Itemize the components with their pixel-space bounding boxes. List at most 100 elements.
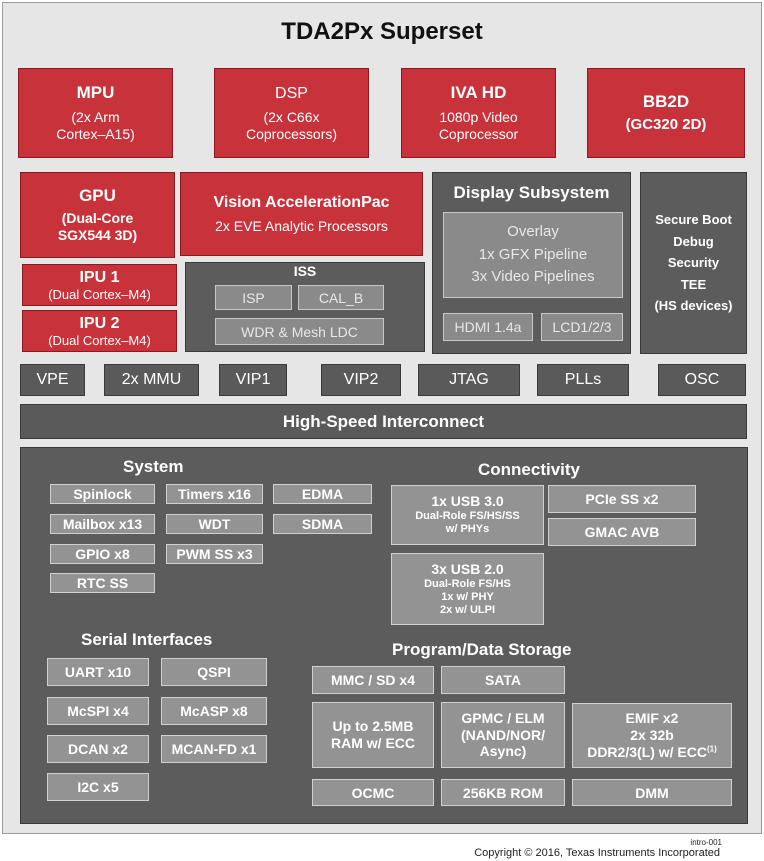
uart-block: UART x10 xyxy=(47,658,149,686)
dsp-name: DSP xyxy=(275,84,308,102)
usb3-block: 1x USB 3.0 Dual-Role FS/HS/SS w/ PHYs xyxy=(391,485,544,545)
ram-line1: Up to 2.5MB xyxy=(332,718,414,735)
pcie-ss-block: PCIe SS x2 xyxy=(548,485,696,513)
emif-line1: EMIF x2 xyxy=(625,710,679,727)
osc-block: OSC xyxy=(658,364,746,396)
ipu2-block: IPU 2 (Dual Cortex–M4) xyxy=(22,310,177,352)
gpmc-elm-block: GPMC / ELM (NAND/NOR/ Async) xyxy=(441,702,565,768)
mmu-block: 2x MMU xyxy=(104,364,199,396)
usb2-title: 3x USB 2.0 xyxy=(431,560,504,577)
usb2-line3: 2x w/ ULPI xyxy=(439,603,496,616)
ipu1-block: IPU 1 (Dual Cortex–M4) xyxy=(22,264,177,306)
usb3-line2: w/ PHYs xyxy=(445,523,490,536)
emif-footnote: (1) xyxy=(707,744,717,754)
figure-code: intro-001 xyxy=(690,838,722,847)
copyright-text: Copyright © 2016, Texas Instruments Inco… xyxy=(474,847,720,859)
ram-block: Up to 2.5MB RAM w/ ECC xyxy=(312,702,434,768)
display-subsystem-label: Display Subsystem xyxy=(453,183,610,202)
dsp-block: DSP (2x C66x Coprocessors) xyxy=(214,68,369,158)
tee-label: TEE xyxy=(680,276,707,292)
dsp-line1: (2x C66x xyxy=(263,108,320,125)
iva-line1: 1080p Video xyxy=(439,109,518,126)
spinlock-block: Spinlock xyxy=(50,484,155,504)
sata-block: SATA xyxy=(441,666,565,694)
mpu-block: MPU (2x Arm Cortex–A15) xyxy=(18,68,173,158)
wdr-mesh-ldc-block: WDR & Mesh LDC xyxy=(215,318,384,345)
wdt-block: WDT xyxy=(166,514,263,534)
usb2-block: 3x USB 2.0 Dual-Role FS/HS 1x w/ PHY 2x … xyxy=(391,553,544,625)
dcan-block: DCAN x2 xyxy=(47,735,149,763)
mmc-sd-block: MMC / SD x4 xyxy=(312,666,434,694)
serial-interfaces-label: Serial Interfaces xyxy=(81,630,213,649)
gpu-line1: (Dual-Core xyxy=(61,210,134,227)
ipu2-line1: (Dual Cortex–M4) xyxy=(48,332,151,348)
security-label: Security xyxy=(667,255,720,271)
hdmi-block: HDMI 1.4a xyxy=(443,313,533,341)
video-pipelines-label: 3x Video Pipelines xyxy=(471,268,595,286)
gmac-avb-block: GMAC AVB xyxy=(548,518,696,546)
usb3-line1: Dual-Role FS/HS/SS xyxy=(415,510,520,523)
gpmc-line1: GPMC / ELM xyxy=(461,709,545,726)
usb2-line2: 1x w/ PHY xyxy=(441,590,494,603)
emif-block: EMIF x2 2x 32b DDR2/3(L) w/ ECC(1) xyxy=(572,703,732,768)
dmm-block: DMM xyxy=(572,779,732,806)
iva-name: IVA HD xyxy=(450,83,507,102)
dsp-line2: Coprocessors) xyxy=(245,125,338,142)
emif-line2: 2x 32b xyxy=(630,727,674,744)
vision-accelerationpac-block: Vision AccelerationPac 2x EVE Analytic P… xyxy=(180,172,423,256)
mpu-line1: (2x Arm xyxy=(71,109,120,126)
debug-label: Debug xyxy=(673,233,714,249)
plls-block: PLLs xyxy=(537,364,629,396)
cal-b-block: CAL_B xyxy=(298,285,384,310)
jtag-block: JTAG xyxy=(418,364,520,396)
pwm-ss-block: PWM SS x3 xyxy=(166,544,263,564)
bb2d-block: BB2D (GC320 2D) xyxy=(587,68,745,158)
vip1-block: VIP1 xyxy=(219,364,287,396)
edma-block: EDMA xyxy=(273,484,372,504)
i2c-block: I2C x5 xyxy=(47,773,149,801)
qspi-block: QSPI xyxy=(161,658,267,686)
mcan-fd-block: MCAN-FD x1 xyxy=(161,735,267,763)
mpu-name: MPU xyxy=(76,83,115,102)
gpmc-line3: Async) xyxy=(479,743,527,760)
vision-name: Vision AccelerationPac xyxy=(213,194,390,211)
lcd-block: LCD1/2/3 xyxy=(541,313,623,341)
connectivity-label: Connectivity xyxy=(478,460,581,479)
sdma-block: SDMA xyxy=(273,514,372,534)
diagram-title: TDA2Px Superset xyxy=(281,18,483,45)
mailbox-block: Mailbox x13 xyxy=(50,514,155,534)
mcspi-block: McSPI x4 xyxy=(47,697,149,725)
ram-line2: RAM w/ ECC xyxy=(331,735,415,751)
ipu2-name: IPU 2 xyxy=(79,314,120,332)
rtc-ss-block: RTC SS xyxy=(50,573,155,593)
program-data-storage-label: Program/Data Storage xyxy=(392,640,572,659)
vision-line1: 2x EVE Analytic Processors xyxy=(215,218,388,235)
emif-line3-text: DDR2/3(L) w/ ECC xyxy=(587,743,707,760)
display-pipelines-block: Overlay 1x GFX Pipeline 3x Video Pipelin… xyxy=(443,212,623,298)
ipu1-line1: (Dual Cortex–M4) xyxy=(48,286,151,302)
gfx-pipeline-label: 1x GFX Pipeline xyxy=(478,245,588,263)
mpu-line2: Cortex–A15) xyxy=(56,126,135,143)
gpmc-line2: (NAND/NOR/ xyxy=(461,726,545,743)
rom-block: 256KB ROM xyxy=(441,779,565,806)
ipu1-name: IPU 1 xyxy=(79,268,120,286)
secure-boot-label: Secure Boot xyxy=(655,212,732,228)
gpu-line2: SGX544 3D) xyxy=(57,227,138,244)
gpu-name: GPU xyxy=(79,186,116,205)
emif-line3: DDR2/3(L) w/ ECC(1) xyxy=(587,744,717,761)
system-label: System xyxy=(123,457,184,476)
hs-devices-label: (HS devices) xyxy=(654,298,733,314)
mcasp-block: McASP x8 xyxy=(161,697,267,725)
iva-hd-block: IVA HD 1080p Video Coprocessor xyxy=(401,68,556,158)
iva-line2: Coprocessor xyxy=(438,126,519,143)
usb2-line1: Dual-Role FS/HS xyxy=(424,577,511,590)
overlay-label: Overlay xyxy=(507,223,559,241)
ocmc-block: OCMC xyxy=(312,779,434,806)
isp-block: ISP xyxy=(215,285,292,310)
vip2-block: VIP2 xyxy=(321,364,401,396)
bb2d-name: BB2D xyxy=(642,91,690,111)
usb3-title: 1x USB 3.0 xyxy=(431,493,504,510)
security-panel: Secure Boot Debug Security TEE (HS devic… xyxy=(640,172,747,354)
gpio-block: GPIO x8 xyxy=(50,544,155,564)
timers-block: Timers x16 xyxy=(166,484,263,504)
